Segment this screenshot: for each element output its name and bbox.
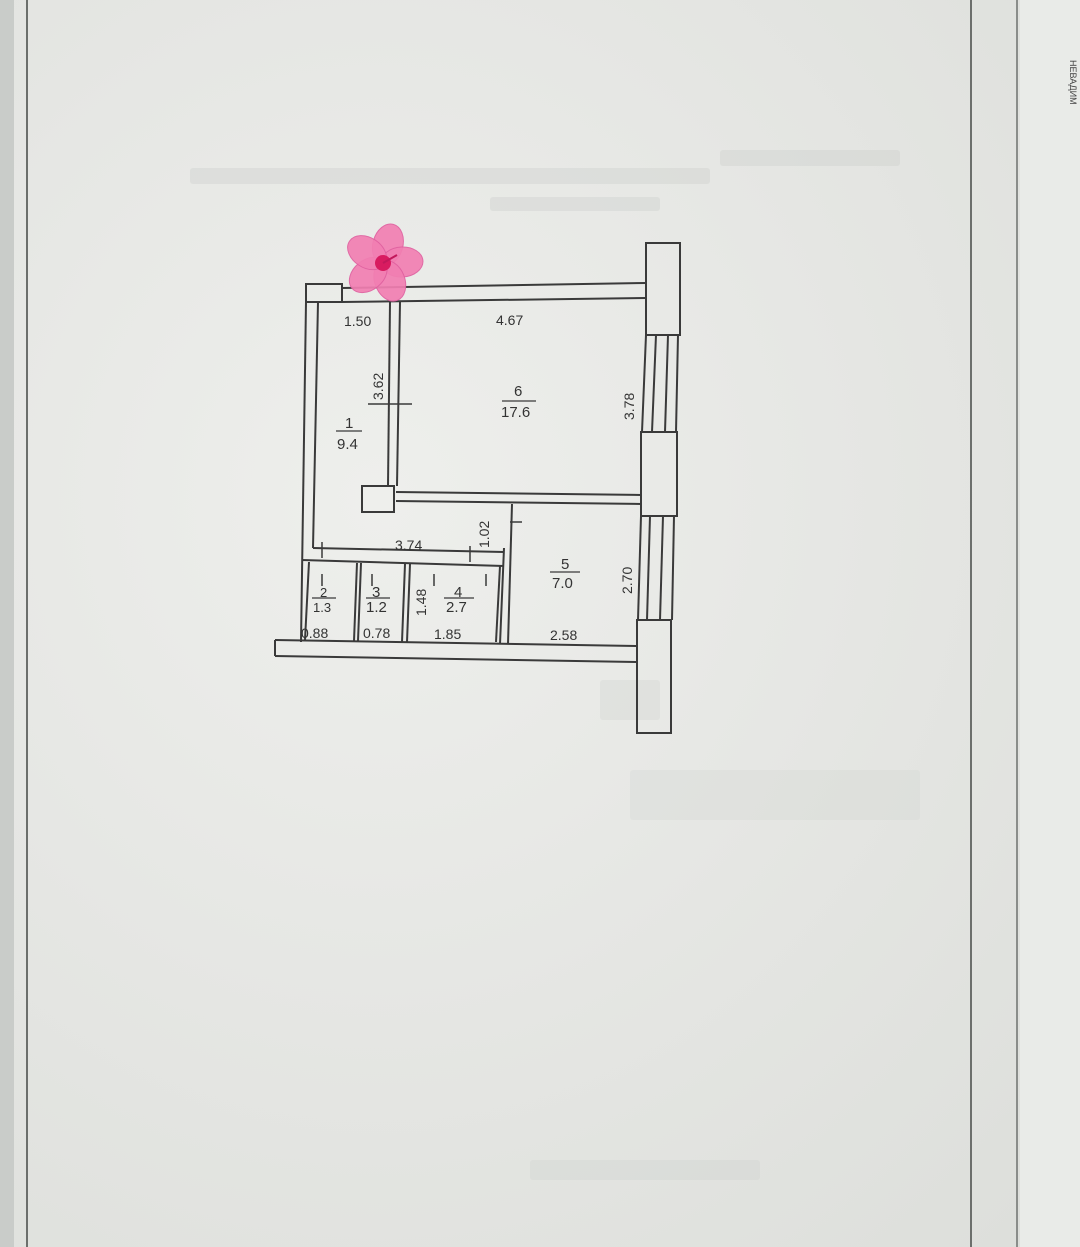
room-6-number: 6	[514, 383, 522, 400]
window-lower-a	[637, 515, 642, 621]
room-1-number: 1	[345, 415, 353, 432]
frame-left-line	[26, 0, 28, 1247]
dim-corridor-vertical: 3.62	[370, 373, 386, 400]
window-lower-d	[671, 515, 675, 621]
room2-left-inner	[304, 561, 310, 641]
small-rooms-top-b	[301, 559, 505, 567]
partition-3-4-a	[401, 563, 406, 643]
dim-bottom-2: 0.78	[363, 625, 390, 641]
dim-top-left: 1.50	[344, 313, 371, 329]
window-upper-b	[651, 334, 657, 433]
column	[361, 485, 395, 513]
margin-note: НЕВАДИМ	[1068, 60, 1078, 105]
flower-stamen	[382, 254, 398, 264]
room-5-area: 7.0	[552, 575, 573, 592]
dimension-ticks	[321, 403, 522, 586]
page-left-shadow	[0, 0, 14, 1247]
dim-room4-vertical: 1.48	[413, 589, 429, 616]
room6-left-wall-b	[396, 301, 401, 487]
flower-sticker-icon	[347, 223, 424, 302]
room6-bottom-wall-b	[395, 500, 643, 505]
room-5-number: 5	[561, 556, 569, 573]
window-upper-a	[641, 334, 647, 433]
room6-bottom-wall-a	[395, 491, 643, 496]
dim-right-upper: 3.78	[621, 393, 637, 420]
next-page-edge	[1020, 0, 1080, 1247]
top-left-block	[305, 283, 343, 303]
dim-bottom-1: 0.88	[301, 625, 328, 641]
room-2-area: 1.3	[313, 600, 331, 615]
room-4-area: 2.7	[446, 599, 467, 616]
dim-right-lower: 2.70	[619, 567, 635, 594]
room6-left-wall-a	[387, 301, 391, 487]
room-2-number: 2	[320, 585, 327, 600]
left-wall-inner	[312, 301, 319, 549]
window-upper-d	[675, 334, 679, 433]
dim-corridor-horizontal: 3.74	[395, 537, 422, 553]
window-lower-b	[646, 515, 651, 621]
left-wall-outer	[300, 301, 307, 643]
room4-right-inner	[495, 565, 501, 643]
window-upper-c	[664, 334, 669, 433]
page-edge-line	[1016, 0, 1018, 1247]
right-wall-upper	[645, 242, 681, 336]
bottom-wall-bottom	[274, 655, 638, 663]
dim-small-vertical: 1.02	[476, 521, 492, 548]
small-rooms-top-a	[312, 547, 505, 553]
partition-3-4-b	[406, 563, 411, 643]
walls	[274, 242, 681, 734]
frame-right-line	[970, 0, 972, 1247]
room5-left-wall-a	[507, 503, 513, 645]
right-wall-middle	[640, 431, 678, 517]
room5-left-wall-b	[499, 547, 505, 645]
room-fraction-lines	[312, 400, 580, 599]
partition-2-3-b	[357, 562, 362, 642]
room-4-number: 4	[454, 584, 462, 601]
dim-top-right: 4.67	[496, 312, 523, 328]
bottom-wall-top	[274, 639, 638, 647]
room-6-area: 17.6	[501, 404, 530, 421]
dim-bottom-4: 2.58	[550, 627, 577, 643]
right-wall-lower	[636, 619, 672, 734]
partition-2-3-a	[353, 562, 358, 642]
room-3-area: 1.2	[366, 599, 387, 616]
dim-bottom-3: 1.85	[434, 626, 461, 642]
bleed-through-text	[190, 150, 920, 1180]
room-1-area: 9.4	[337, 436, 358, 453]
room-3-number: 3	[372, 584, 380, 601]
window-lower-c	[659, 515, 664, 621]
